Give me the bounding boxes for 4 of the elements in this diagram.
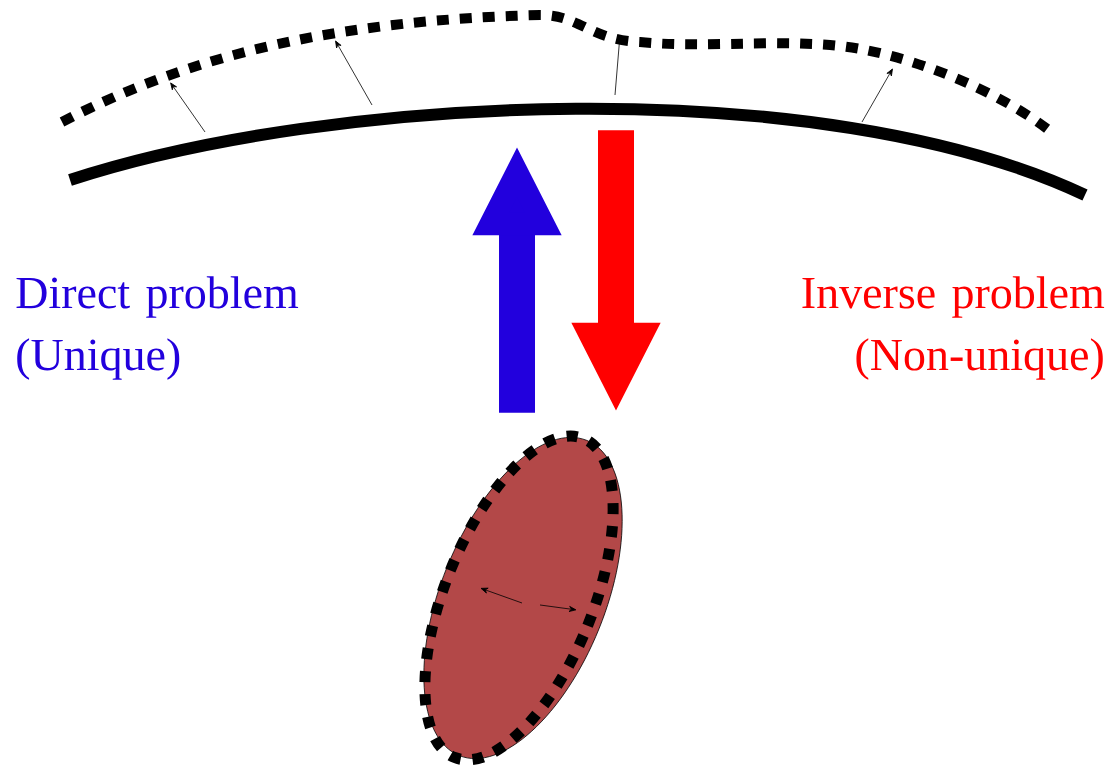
- edge-label: Inverse problem (Non-unique): [802, 276, 1105, 380]
- edge-label: Direct problem (Unique): [16, 276, 299, 380]
- body-drawing: [419, 430, 623, 766]
- surface-drawing: [59, 10, 1088, 201]
